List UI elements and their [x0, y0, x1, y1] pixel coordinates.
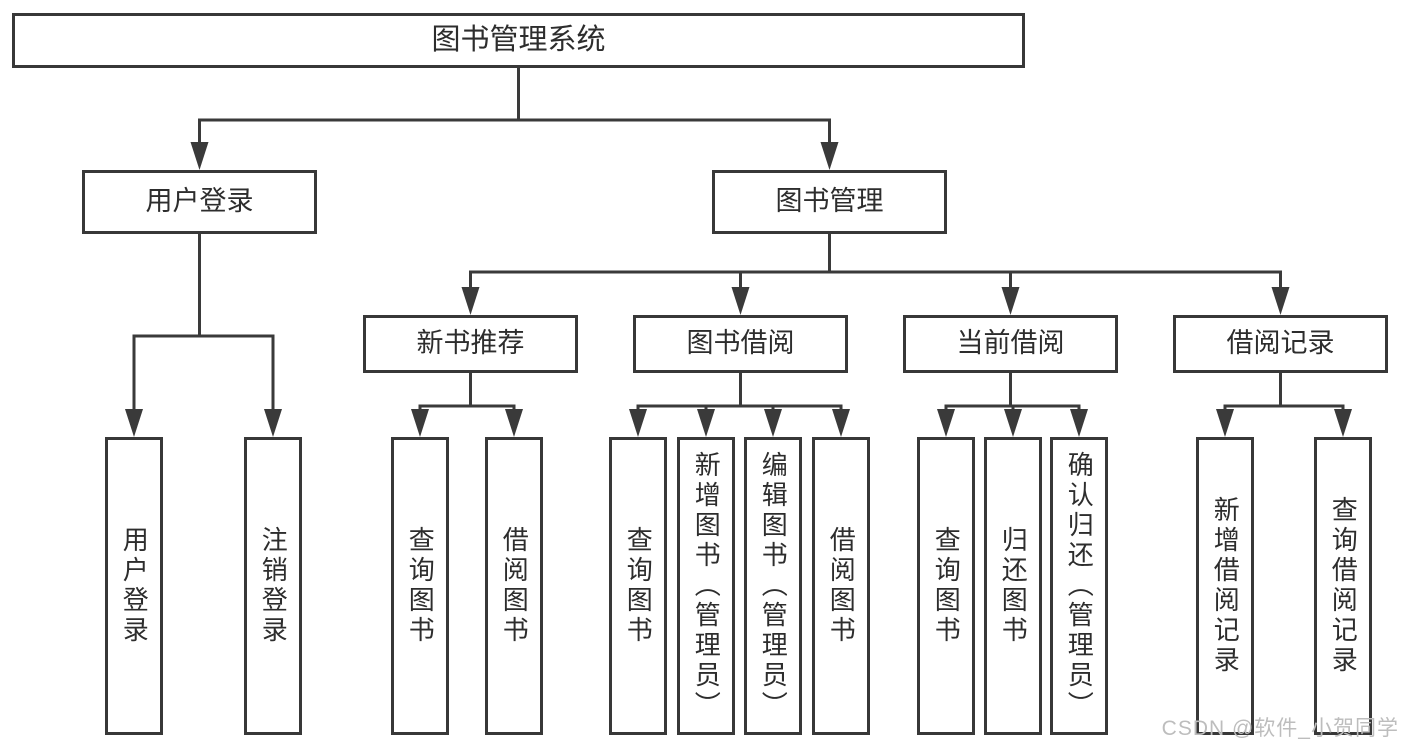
- connector-borrow-records-to-leaves: [1216, 373, 1352, 437]
- arrowhead-icon: [505, 409, 523, 437]
- connector-new-book-recommend-to-leaves: [411, 373, 523, 437]
- leaf-add-books-admin: 新增图书（管理员）: [677, 437, 735, 735]
- node-user-login: 用户登录: [82, 170, 317, 234]
- leaf-recommend-borrow-books: 借阅图书: [485, 437, 543, 735]
- leaf-borrow-query-books: 查询图书: [609, 437, 667, 735]
- arrowhead-icon: [1001, 287, 1020, 315]
- connector-book-management-to-level3: [461, 234, 1290, 315]
- arrowhead-icon: [1070, 409, 1088, 437]
- arrowhead-icon: [264, 409, 282, 437]
- connector-root-to-level2: [190, 68, 839, 170]
- arrowhead-icon: [1271, 287, 1290, 315]
- arrowhead-icon: [125, 409, 143, 437]
- arrowhead-icon: [461, 287, 480, 315]
- arrowhead-icon: [411, 409, 429, 437]
- arrowhead-icon: [1216, 409, 1234, 437]
- node-book-borrow: 图书借阅: [633, 315, 848, 373]
- leaf-current-query-books: 查询图书: [917, 437, 975, 735]
- arrowhead-icon: [937, 409, 955, 437]
- arrowhead-icon: [764, 409, 782, 437]
- leaf-recommend-query-books: 查询图书: [391, 437, 449, 735]
- arrowhead-icon: [629, 409, 647, 437]
- leaf-edit-books-admin: 编辑图书（管理员）: [744, 437, 802, 735]
- leaf-borrow-books: 借阅图书: [812, 437, 870, 735]
- leaf-confirm-return-admin: 确认归还（管理员）: [1050, 437, 1108, 735]
- arrowhead-icon: [820, 142, 839, 170]
- connector-current-borrow-to-leaves: [937, 373, 1088, 437]
- watermark: CSDN @软件_小贺同学: [1161, 717, 1399, 740]
- arrowhead-icon: [1334, 409, 1352, 437]
- leaf-add-borrow-record: 新增借阅记录: [1196, 437, 1254, 735]
- arrowhead-icon: [190, 142, 209, 170]
- leaf-user-login: 用户登录: [105, 437, 163, 735]
- node-new-book-recommend: 新书推荐: [363, 315, 578, 373]
- arrowhead-icon: [832, 409, 850, 437]
- leaf-query-borrow-record: 查询借阅记录: [1314, 437, 1372, 735]
- arrowhead-icon: [697, 409, 715, 437]
- node-borrow-records: 借阅记录: [1173, 315, 1388, 373]
- arrowhead-icon: [1004, 409, 1022, 437]
- leaf-logout: 注销登录: [244, 437, 302, 735]
- arrowhead-icon: [731, 287, 750, 315]
- leaf-return-books: 归还图书: [984, 437, 1042, 735]
- node-root-library-management-system: 图书管理系统: [12, 13, 1025, 68]
- node-current-borrow: 当前借阅: [903, 315, 1118, 373]
- connector-book-borrow-to-leaves: [629, 373, 850, 437]
- connector-user-login-to-leaves: [125, 234, 282, 437]
- node-book-management: 图书管理: [712, 170, 947, 234]
